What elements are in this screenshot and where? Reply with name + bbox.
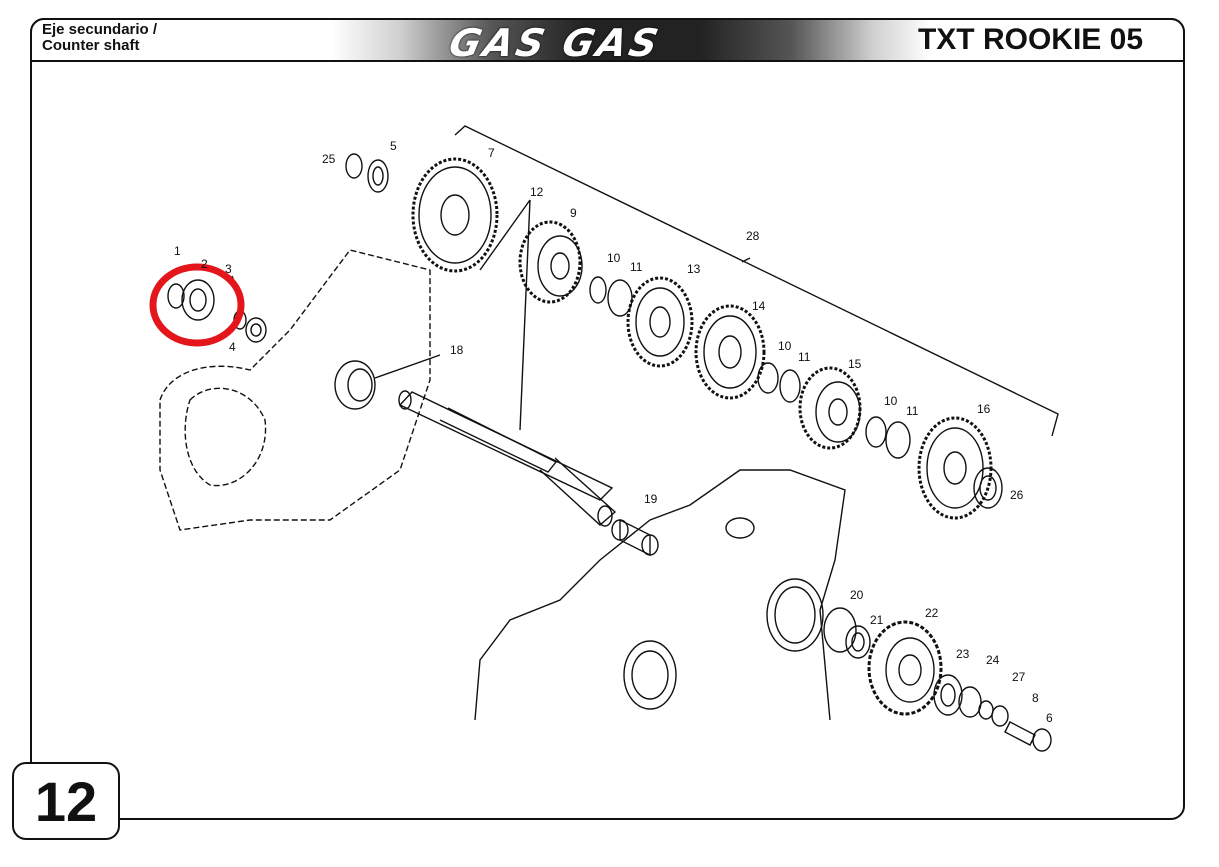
callout-25: 25	[322, 152, 336, 166]
callout-11a: 11	[630, 260, 643, 274]
header-bar: Eje secundario / Counter shaft GAS GAS T…	[30, 18, 1185, 62]
callout-13: 13	[687, 262, 701, 276]
callout-2: 2	[201, 257, 208, 271]
callout-10c: 10	[884, 394, 898, 408]
callout-19: 19	[644, 492, 658, 506]
callout-1: 1	[174, 244, 181, 258]
gear-9	[518, 220, 583, 304]
callout-24: 24	[986, 653, 1000, 667]
callout-4: 4	[229, 340, 236, 354]
bolt-6	[1004, 721, 1052, 752]
callout-18: 18	[450, 343, 464, 357]
needle-bearing-19	[611, 518, 659, 557]
section-title: Eje secundario / Counter shaft	[42, 22, 157, 54]
model-title: TXT ROOKIE 05	[917, 23, 1143, 56]
section-title-es: Eje secundario /	[42, 21, 158, 38]
callout-26: 26	[1010, 488, 1024, 502]
callout-11b: 11	[798, 350, 811, 364]
gear-15	[798, 366, 862, 450]
callout-10a: 10	[607, 251, 621, 265]
counter-shaft	[398, 390, 617, 527]
callout-27: 27	[1012, 670, 1026, 684]
callout-3: 3	[225, 262, 232, 276]
callout-10b: 10	[778, 339, 792, 353]
callout-15: 15	[848, 357, 862, 371]
callout-5: 5	[390, 139, 397, 153]
callout-12: 12	[530, 185, 544, 199]
callout-14: 14	[752, 299, 766, 313]
left-crankcase	[159, 249, 431, 531]
callout-16: 16	[977, 402, 991, 416]
assembly-bracket	[454, 125, 1059, 437]
callout-23: 23	[956, 647, 970, 661]
right-crankcase	[474, 469, 846, 721]
sprocket-22	[867, 620, 943, 716]
highlight-circle	[149, 263, 245, 347]
page-tab	[12, 762, 120, 840]
callout-20: 20	[850, 588, 864, 602]
gear-14	[694, 304, 766, 400]
callout-8: 8	[1032, 691, 1039, 705]
callout-21: 21	[870, 613, 884, 627]
callout-7: 7	[488, 146, 495, 160]
page-number: 12	[34, 769, 98, 833]
callout-28: 28	[746, 229, 760, 243]
section-title-en: Counter shaft	[42, 37, 140, 54]
bearing-18	[334, 354, 441, 410]
gear-7	[411, 157, 499, 273]
gear-16	[917, 416, 993, 520]
gear-13	[626, 276, 694, 368]
callout-11c: 11	[906, 404, 919, 418]
callout-6: 6	[1046, 711, 1053, 725]
callout-9: 9	[570, 206, 577, 220]
callout-22: 22	[925, 606, 939, 620]
